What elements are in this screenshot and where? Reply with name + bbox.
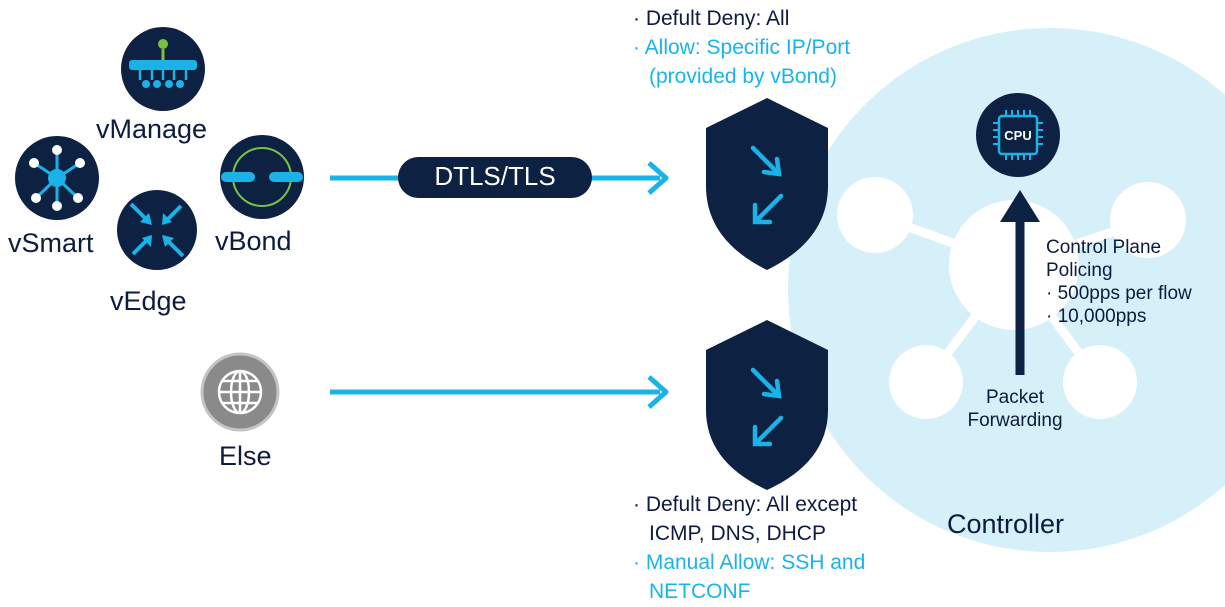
cpu-label: CPU: [1004, 128, 1032, 143]
control-plane-title-2: Policing: [1046, 260, 1113, 281]
control-plane-notes: Control Plane Policing · 500pps per flow…: [1046, 236, 1192, 328]
control-plane-item-2: · 10,000pps: [1046, 306, 1147, 327]
cpu-icon: [976, 93, 1060, 177]
hub-nodes-icon: [15, 136, 99, 220]
vedge-label: vEdge: [110, 286, 187, 316]
dtls-pill: [398, 157, 592, 198]
top-policy-line1: · Defult Deny: All: [633, 7, 790, 30]
top-policy-line3: (provided by vBond): [649, 65, 837, 88]
dtls-label: DTLS/TLS: [434, 161, 556, 191]
else-label: Else: [219, 441, 272, 471]
bottom-policy-notes: · Defult Deny: All except ICMP, DNS, DHC…: [633, 490, 865, 606]
bottom-policy-line2: ICMP, DNS, DHCP: [649, 522, 826, 545]
top-shield-icon: [706, 98, 828, 270]
hub-node-left: [837, 177, 913, 253]
bottom-policy-line1: · Defult Deny: All except: [633, 493, 858, 516]
router-arrows-icon: [117, 190, 197, 270]
network-switch-icon: [121, 27, 205, 111]
bottom-policy-line4: NETCONF: [649, 580, 751, 603]
link-ring-icon: [220, 135, 304, 219]
packet-forwarding-label: Packet Forwarding: [950, 386, 1080, 432]
vsmart-label: vSmart: [8, 228, 94, 258]
control-plane-item-1: · 500pps per flow: [1046, 283, 1192, 304]
hub-node-bottom-left: [889, 345, 963, 419]
control-plane-title-1: Control Plane: [1046, 237, 1162, 258]
bottom-policy-line3: · Manual Allow: SSH and: [633, 551, 866, 574]
hub-node-bottom-right: [1063, 345, 1137, 419]
bottom-shield-icon: [706, 320, 828, 490]
top-policy-line2: · Allow: Specific IP/Port: [633, 36, 851, 59]
globe-icon: [200, 352, 280, 432]
top-policy-notes: · Defult Deny: All · Allow: Specific IP/…: [633, 4, 850, 91]
vbond-label: vBond: [215, 226, 292, 256]
packet-forwarding-arrow: [1000, 190, 1040, 375]
packet-forwarding-line2: Forwarding: [967, 410, 1063, 431]
else-connection-arrow: [330, 375, 669, 409]
hub-center-node: [949, 200, 1079, 330]
hub-node-right: [1110, 182, 1186, 258]
controller-label: Controller: [947, 509, 1065, 539]
packet-forwarding-line1: Packet: [985, 387, 1045, 408]
vmanage-label: vManage: [96, 114, 208, 144]
